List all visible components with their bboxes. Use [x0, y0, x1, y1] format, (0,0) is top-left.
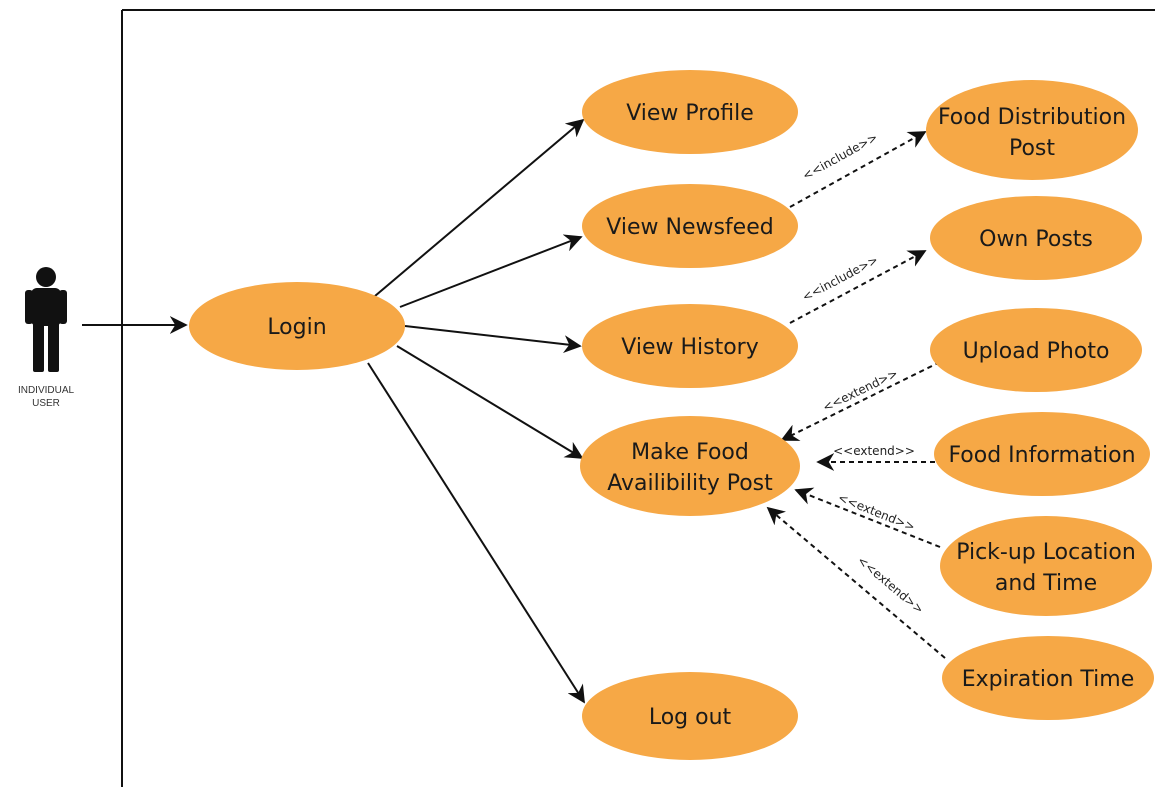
use-case-view-newsfeed[interactable]: View Newsfeed — [582, 184, 798, 268]
use-case-log-out[interactable]: Log out — [582, 672, 798, 760]
use-case-label-line2: Availibility Post — [607, 471, 773, 496]
use-case-label-line2: and Time — [995, 571, 1097, 596]
assoc-login-make-food-post — [396, 345, 584, 459]
use-case-make-food-availability-post[interactable]: Make Food Availibility Post — [580, 416, 800, 516]
extend-label-4: <<extend>> — [855, 553, 927, 616]
dependencies — [766, 131, 946, 659]
use-case-pickup-location-time[interactable]: Pick-up Location and Time — [940, 516, 1152, 616]
use-case-food-information[interactable]: Food Information — [934, 412, 1150, 496]
use-case-label: Login — [267, 315, 326, 340]
assoc-login-log-out — [367, 362, 585, 704]
use-case-label: Expiration Time — [962, 667, 1135, 692]
use-case-label: Own Posts — [979, 227, 1093, 252]
extend-uploadphoto-post — [780, 361, 941, 441]
assoc-login-view-newsfeed — [399, 234, 583, 308]
use-case-label: Upload Photo — [963, 339, 1110, 364]
use-case-expiration-time[interactable]: Expiration Time — [942, 636, 1154, 720]
use-case-food-distribution-post[interactable]: Food Distribution Post — [926, 80, 1138, 180]
extend-label-2: <<extend>> — [833, 444, 915, 458]
use-case-label-line1: Make Food — [631, 440, 749, 465]
use-case-label: View Profile — [626, 101, 754, 126]
use-case-label: Food Information — [948, 443, 1135, 468]
use-case-label: View Newsfeed — [606, 215, 773, 240]
actor-label-line1: INDIVIDUAL — [18, 385, 75, 396]
actor-individual-user: INDIVIDUAL USER — [18, 267, 75, 409]
associations — [82, 118, 585, 704]
actor-label-line2: USER — [32, 398, 60, 409]
use-case-label: Log out — [649, 705, 732, 730]
use-case-label: View History — [621, 335, 758, 360]
include-label-1: <<include>> — [800, 130, 880, 183]
use-case-label-line2: Post — [1009, 136, 1055, 161]
use-case-view-profile[interactable]: View Profile — [582, 70, 798, 154]
assoc-login-view-history — [404, 325, 582, 354]
use-case-label-line1: Food Distribution — [938, 105, 1126, 130]
include-history-ownposts — [789, 250, 927, 324]
use-case-upload-photo[interactable]: Upload Photo — [930, 308, 1142, 392]
assoc-login-view-profile — [374, 118, 585, 297]
extend-pickup-post — [794, 487, 941, 548]
use-case-view-history[interactable]: View History — [582, 304, 798, 388]
person-icon — [25, 267, 67, 372]
extend-expiration-post — [766, 506, 946, 659]
use-case-label-line1: Pick-up Location — [956, 540, 1136, 565]
extend-label-1: <<extend>> — [820, 366, 900, 414]
use-case-login[interactable]: Login — [189, 282, 405, 370]
extend-label-3: <<extend>> — [836, 490, 917, 534]
use-case-own-posts[interactable]: Own Posts — [930, 196, 1142, 280]
include-newsfeed-distribution — [789, 131, 927, 208]
